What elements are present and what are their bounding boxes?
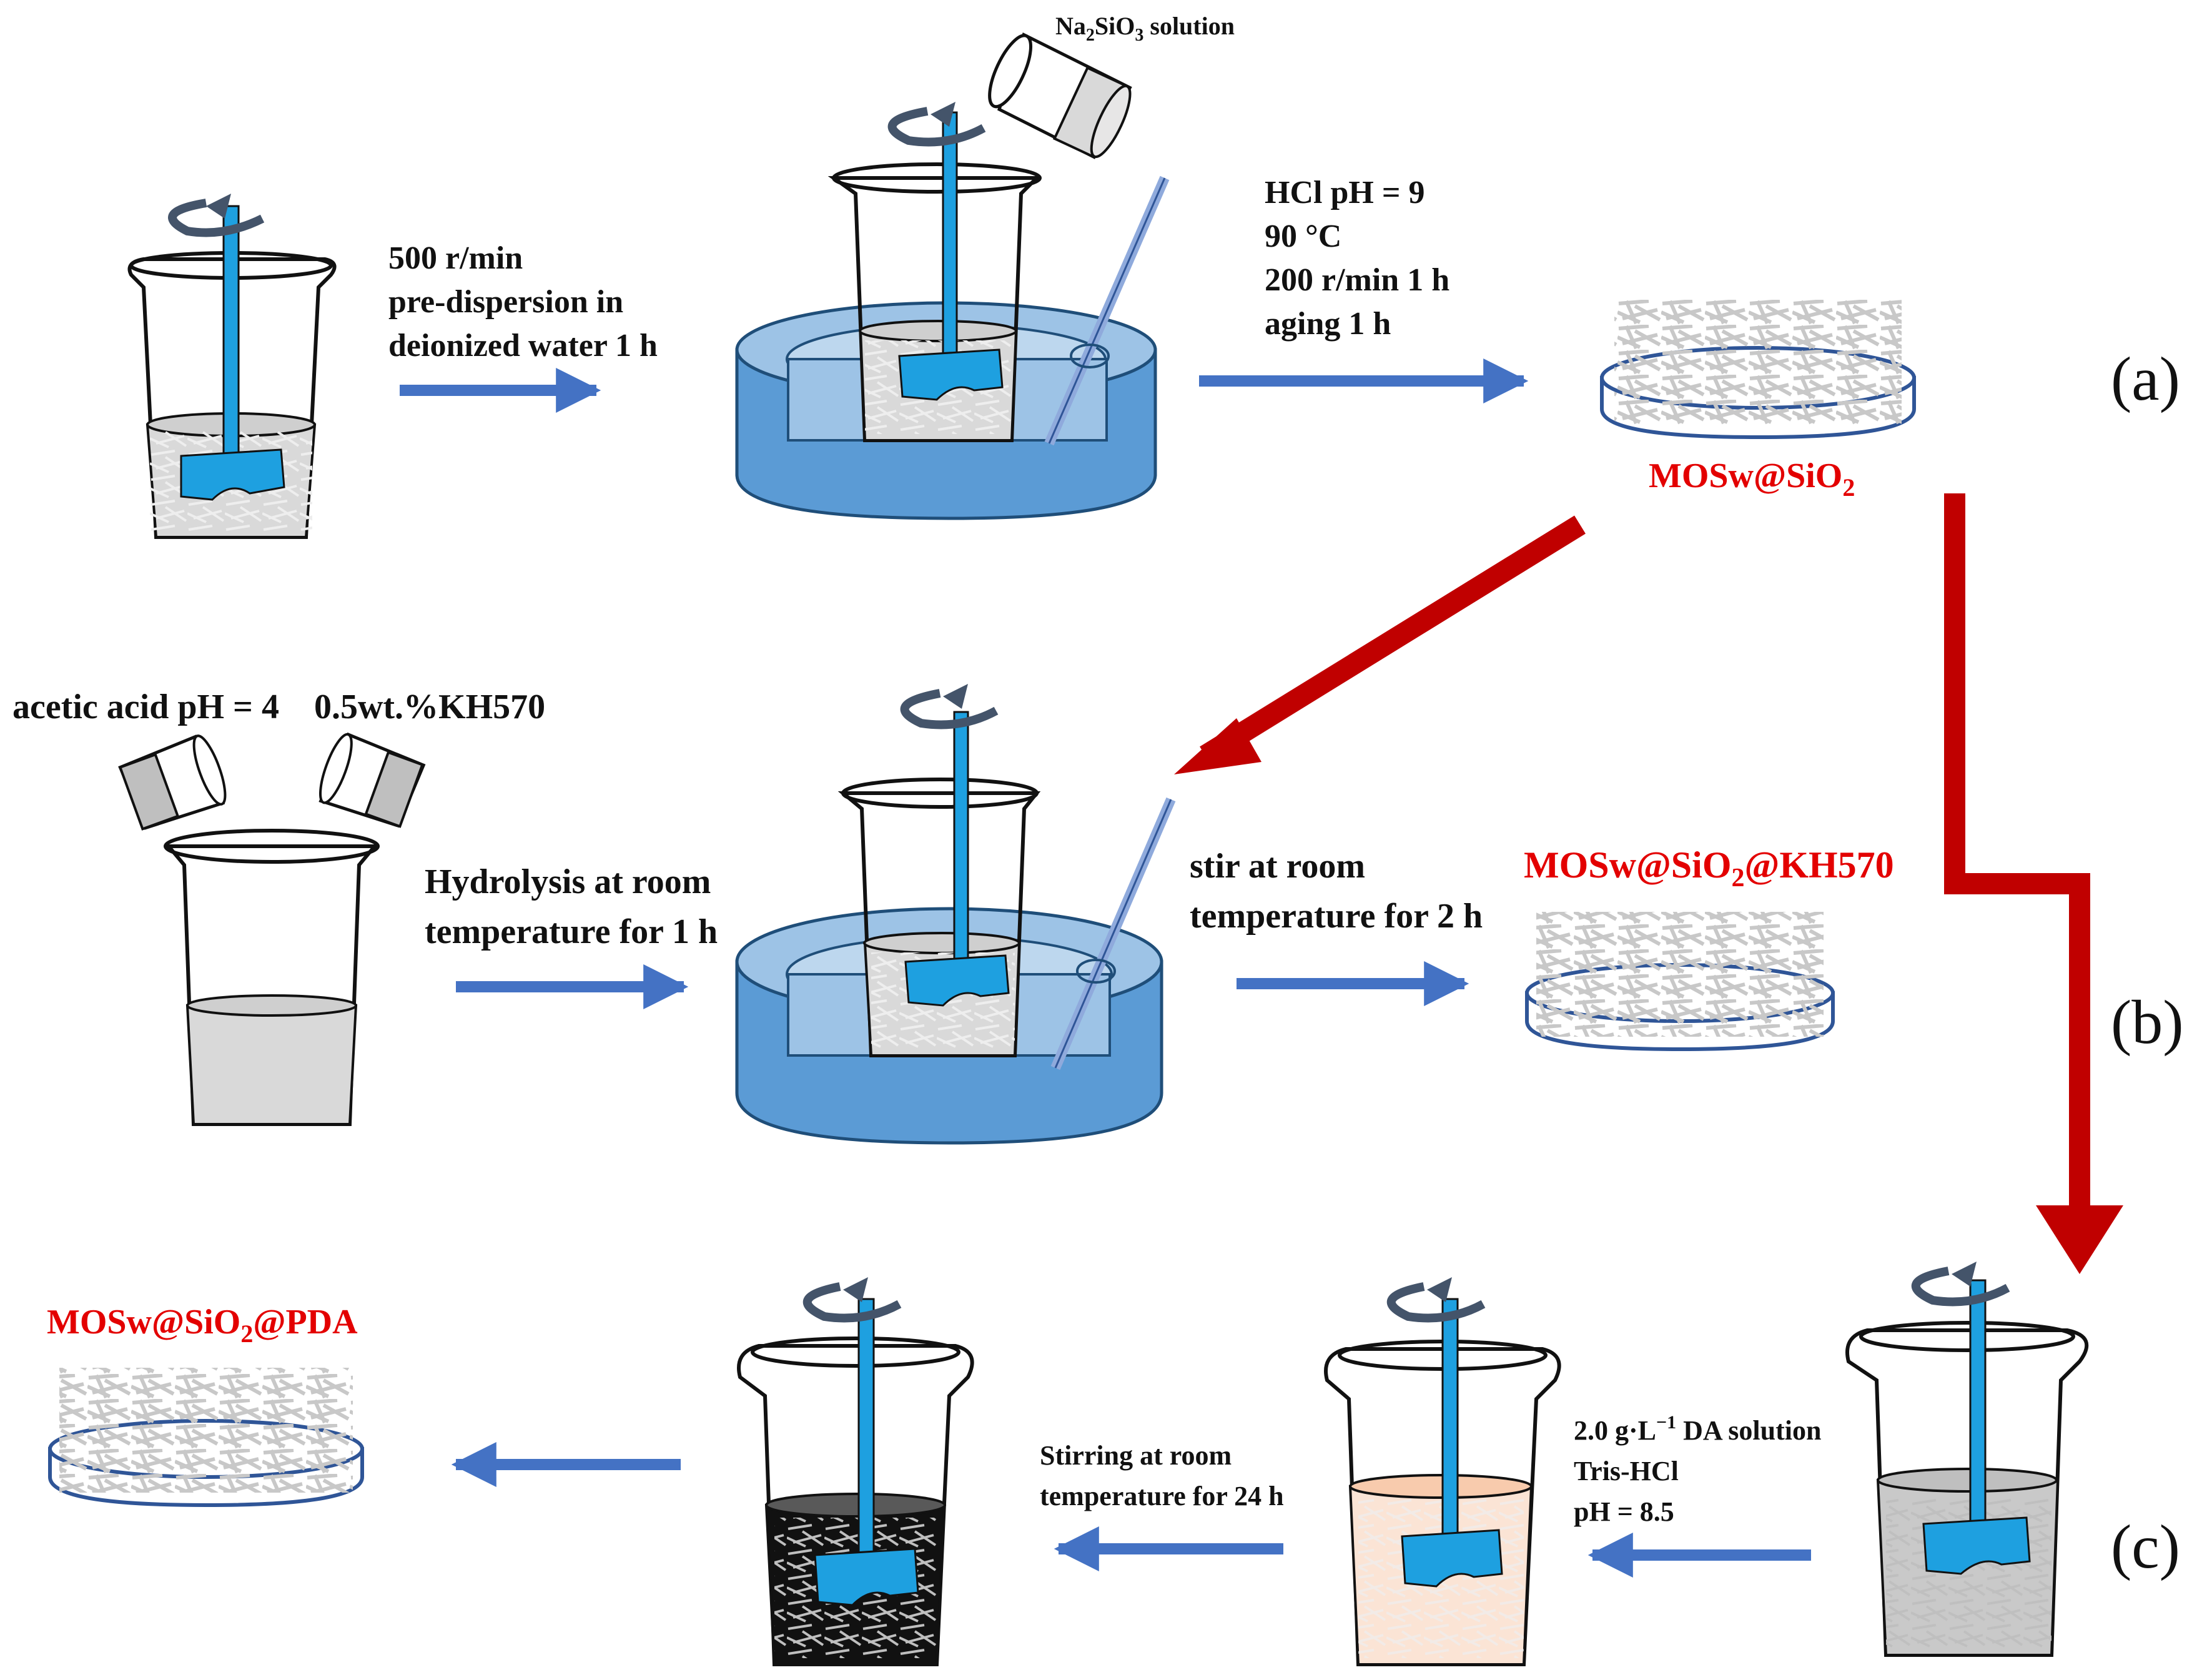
stir-paddle	[814, 1548, 919, 1606]
panel-label-a: (a)	[2111, 344, 2180, 413]
rotation-arrow-icon	[1386, 1282, 1486, 1323]
beaker-icon	[1845, 1321, 2089, 1657]
red-transfer-arrow	[1200, 515, 1586, 765]
step-label: Stirring at room temperature for 24 h	[1040, 1440, 1284, 1511]
step-label: stir at room temperature for 2 h	[1190, 847, 1483, 936]
petri-dish-icon	[1600, 300, 1916, 440]
reagent-label: Na2SiO3 solution	[1055, 12, 1235, 45]
step-label: 500 r/min pre-dispersion in deionized wa…	[388, 240, 658, 363]
pouring-cup-icon	[988, 32, 1132, 159]
stir-rod-icon	[942, 111, 958, 376]
step-label: 2.0 g·L−1 DA solution Tris-HCl pH = 8.5	[1574, 1412, 1828, 1527]
product-label: MOSw@SiO2@PDA	[47, 1303, 358, 1348]
stir-paddle	[1922, 1516, 2031, 1575]
rotation-arrow-icon	[1911, 1267, 2010, 1307]
product-label: MOSw@SiO2	[1649, 457, 1855, 502]
product-label: MOSw@SiO2@KH570	[1524, 844, 1894, 892]
stir-paddle	[904, 954, 1010, 1007]
rotation-arrow-icon	[900, 689, 999, 729]
pouring-cup-icon	[318, 732, 426, 828]
pouring-cup-icon	[118, 734, 227, 831]
panel-label-b: (b)	[2111, 987, 2184, 1057]
petri-dish-icon	[1525, 912, 1835, 1052]
stir-rod-icon	[222, 205, 240, 476]
stir-rod-icon	[953, 711, 969, 976]
step-label: Hydrolysis at room temperature for 1 h	[425, 862, 719, 951]
beaker-icon	[737, 1337, 974, 1666]
rotation-arrow-icon	[802, 1282, 902, 1323]
stir-rod-icon	[857, 1298, 875, 1563]
stir-paddle	[1401, 1529, 1503, 1588]
stir-paddle	[180, 448, 285, 501]
beaker-icon	[164, 829, 380, 1126]
step-label: HCl pH = 9 90 °C 200 r/min 1 h aging 1 h	[1265, 175, 1458, 342]
rotation-arrow-icon	[887, 107, 986, 147]
panel-label-c: (c)	[2111, 1512, 2180, 1581]
stir-paddle	[898, 348, 1004, 401]
petri-dish-icon	[48, 1368, 364, 1508]
rotation-arrow-icon	[168, 199, 265, 237]
stir-rod-icon	[1441, 1298, 1459, 1563]
red-transfer-arrow	[1944, 493, 2090, 1237]
stir-rod-icon	[1969, 1279, 1987, 1544]
reagent-label: acetic acid pH = 4 0.5wt.%KH570	[12, 688, 545, 726]
